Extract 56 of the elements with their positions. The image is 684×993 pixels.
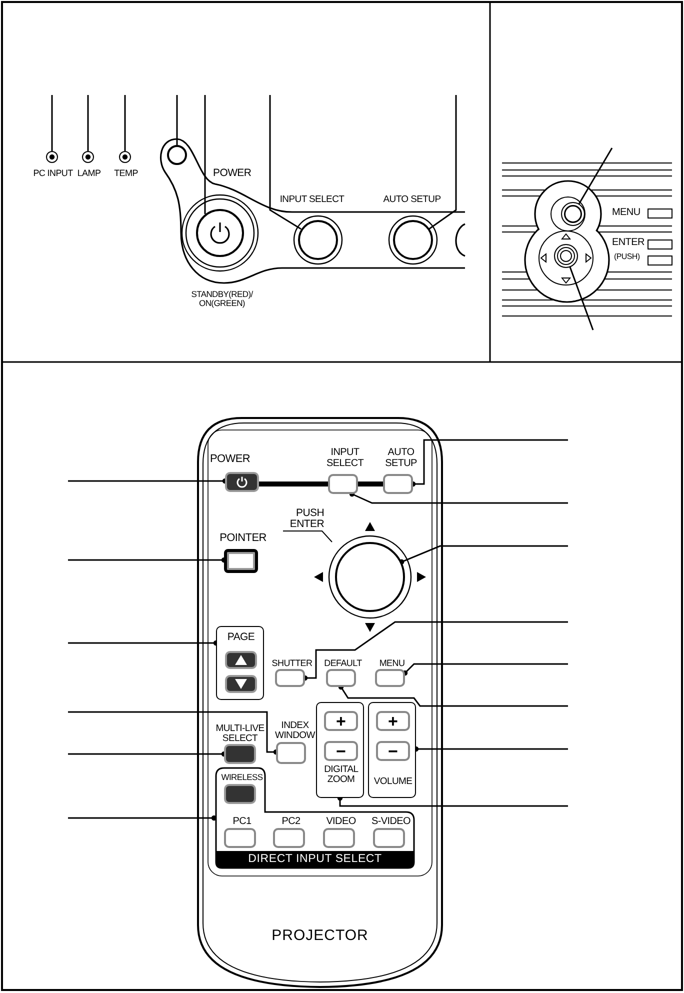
- leader-line: [68, 815, 217, 821]
- button-label: TEMP: [114, 169, 138, 178]
- leader-line: [176, 95, 178, 145]
- leader-line: [569, 266, 594, 330]
- button-group: [216, 626, 264, 700]
- button-label: AUTO SETUP: [385, 448, 417, 469]
- push-button: −: [324, 741, 358, 761]
- push-button: +: [376, 711, 410, 731]
- button-label: PC INPUT: [33, 169, 73, 178]
- button-label: S-VIDEO: [371, 817, 411, 828]
- button-label: MENU: [612, 208, 640, 218]
- button-group: [316, 702, 364, 798]
- button-label: INDEX WINDOW: [275, 721, 315, 741]
- group-label: DIRECT INPUT SELECT: [248, 853, 382, 866]
- push-button: −: [376, 741, 410, 761]
- leader-line: [428, 95, 457, 230]
- leader-line: [51, 95, 53, 151]
- button-label: DEFAULT: [324, 659, 362, 668]
- button-group: [214, 766, 416, 870]
- leader-line: [204, 95, 206, 214]
- button-label: WIRELESS: [221, 773, 263, 782]
- button-label: STANDBY(RED)/ ON(GREEN): [191, 290, 253, 308]
- leader-line: [349, 491, 568, 504]
- button-label: POINTER: [220, 533, 266, 545]
- product-label: PROJECTOR: [272, 928, 368, 944]
- group-label: PAGE: [227, 632, 255, 644]
- button-label: MULTI-LIVE SELECT: [214, 724, 266, 744]
- button-label: SHUTTER: [272, 659, 312, 668]
- button-label: INPUT SELECT: [280, 195, 344, 205]
- group-label: DIGITAL ZOOM: [324, 765, 358, 785]
- push-button: +: [324, 711, 358, 731]
- button-label: AUTO SETUP: [383, 195, 441, 205]
- leader-line: [399, 545, 568, 564]
- leader-line: [338, 684, 568, 707]
- button-label: POWER: [213, 168, 252, 180]
- button-label: PUSH ENTER: [290, 508, 324, 530]
- push-button: [225, 651, 257, 669]
- sensor-window: [167, 145, 187, 165]
- button-label: LAMP: [77, 169, 101, 178]
- group-label: VOLUME: [374, 777, 412, 787]
- button-label: (PUSH): [614, 253, 640, 262]
- push-button: [225, 675, 257, 693]
- button-label: INPUT SELECT: [326, 448, 364, 469]
- leader-line: [578, 148, 613, 204]
- button-label: PC2: [282, 817, 300, 828]
- button-label: VIDEO: [326, 817, 356, 828]
- leader-line: [269, 95, 302, 230]
- button-group: [368, 702, 416, 798]
- leader-line: [124, 95, 126, 151]
- button-label: MENU: [379, 659, 405, 668]
- leader-line: [402, 663, 568, 676]
- button-label: PC1: [232, 817, 252, 828]
- leader-line: [337, 795, 568, 807]
- button-label: ENTER: [612, 238, 644, 248]
- button-label: POWER: [210, 454, 250, 466]
- leader-line: [87, 95, 89, 151]
